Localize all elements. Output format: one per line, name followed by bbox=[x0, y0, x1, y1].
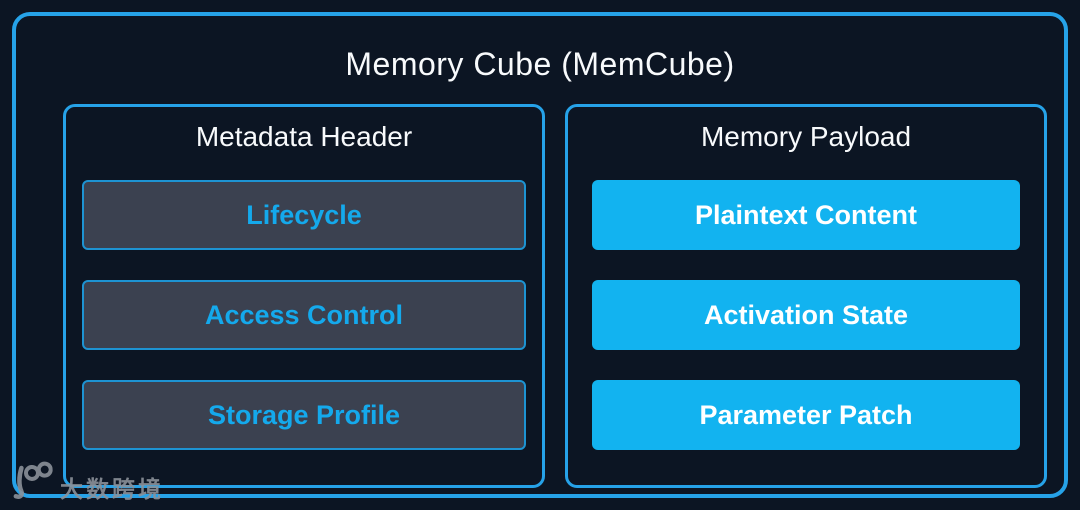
metadata-items: Lifecycle Access Control Storage Profile bbox=[82, 180, 526, 450]
watermark-100-logo-icon bbox=[8, 459, 56, 506]
payload-item-activation-state: Activation State bbox=[592, 280, 1020, 350]
diagram-title: Memory Cube (MemCube) bbox=[345, 46, 735, 82]
payload-item-parameter-patch: Parameter Patch bbox=[592, 380, 1020, 450]
panel-memory-payload: Memory Payload Plaintext Content Activat… bbox=[565, 104, 1047, 488]
panel-metadata-header: Metadata Header Lifecycle Access Control… bbox=[63, 104, 545, 488]
metadata-item-lifecycle: Lifecycle bbox=[82, 180, 526, 250]
watermark-text: 大数跨境 bbox=[60, 476, 164, 502]
metadata-item-storage-profile: Storage Profile bbox=[82, 380, 526, 450]
payload-item-plaintext-content: Plaintext Content bbox=[592, 180, 1020, 250]
payload-items: Plaintext Content Activation State Param… bbox=[592, 180, 1020, 450]
watermark: 大数跨境 bbox=[10, 461, 164, 504]
memory-payload-title: Memory Payload bbox=[700, 121, 912, 152]
metadata-item-access-control: Access Control bbox=[82, 280, 526, 350]
metadata-header-title: Metadata Header bbox=[195, 121, 413, 152]
memcube-container: Memory Cube (MemCube) Metadata Header Li… bbox=[12, 12, 1068, 498]
